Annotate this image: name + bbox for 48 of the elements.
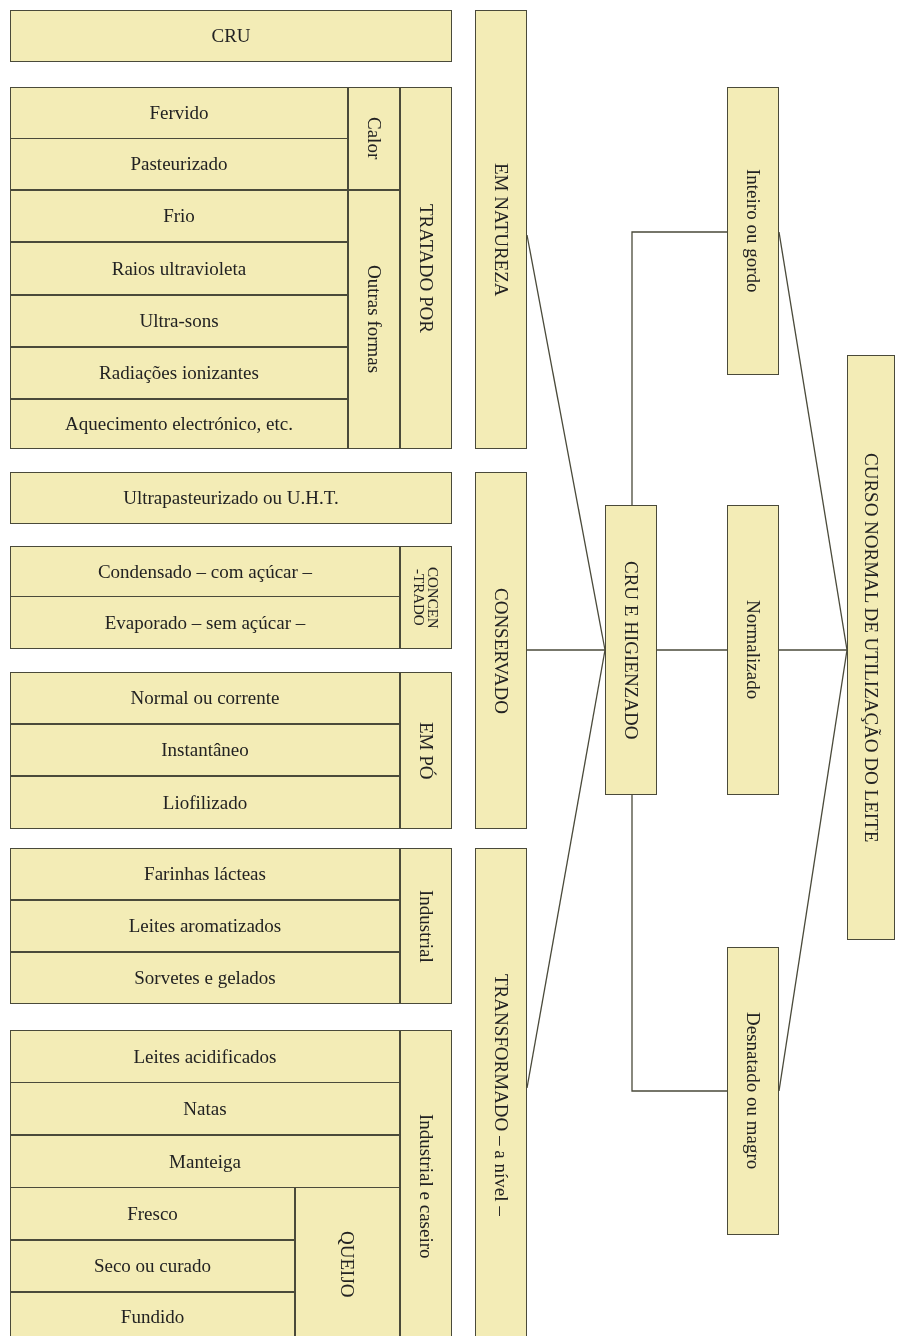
item-box: Liofilizado (10, 776, 400, 829)
category-box: CURSO NORMAL DE UTILIZAÇÃO DO LEITE (847, 355, 895, 940)
category-box: Industrial e caseiro (400, 1030, 452, 1336)
item-box: Fundido (10, 1292, 295, 1336)
connector-line (526, 649, 606, 651)
item-box: Frio (10, 190, 348, 242)
item-box: Ultra-sons (10, 295, 348, 347)
category-box: TRATADO POR (400, 87, 452, 449)
category-box: Outras formas (348, 190, 400, 449)
category-box: Inteiro ou gordo (727, 87, 779, 375)
connector-line (778, 231, 848, 651)
category-box: CONCEN -TRADO (400, 546, 452, 649)
category-box: Desnatado ou magro (727, 947, 779, 1235)
category-box: Industrial (400, 848, 452, 1004)
connector-line (778, 649, 848, 1092)
item-box: Normal ou corrente (10, 672, 400, 724)
item-box: Sorvetes e gelados (10, 952, 400, 1004)
item-box: Manteiga (10, 1135, 400, 1188)
item-box: Fresco (10, 1187, 295, 1240)
category-box: TRANSFORMADO – a nível – (475, 848, 527, 1336)
connector-line (778, 649, 848, 651)
item-box: Condensado – com açúcar – (10, 546, 400, 597)
connector-line (631, 794, 728, 1092)
connector-line (656, 649, 728, 651)
category-box: QUEIJO (295, 1187, 400, 1336)
category-box: CRU E HIGIENZADO (605, 505, 657, 795)
item-box: Ultrapasteurizado ou U.H.T. (10, 472, 452, 524)
item-box: Leites acidificados (10, 1030, 400, 1083)
category-box: Normalizado (727, 505, 779, 795)
item-box: Evaporado – sem açúcar – (10, 596, 400, 649)
item-box: Instantâneo (10, 724, 400, 776)
item-box: Radiações ionizantes (10, 347, 348, 399)
item-box: Aquecimento electrónico, etc. (10, 399, 348, 449)
item-box: Raios ultravioleta (10, 242, 348, 295)
item-box: Natas (10, 1082, 400, 1135)
item-box: CRU (10, 10, 452, 62)
category-box: EM NATUREZA (475, 10, 527, 449)
connector-line (526, 649, 606, 1089)
category-box: CONSERVADO (475, 472, 527, 829)
item-box: Leites aromatizados (10, 900, 400, 952)
category-box: EM PÓ (400, 672, 452, 829)
item-box: Fervido (10, 87, 348, 139)
item-box: Farinhas lácteas (10, 848, 400, 900)
item-box: Pasteurizado (10, 138, 348, 190)
category-box: Calor (348, 87, 400, 190)
connector-line (631, 231, 728, 506)
item-box: Seco ou curado (10, 1240, 295, 1292)
connector-line (526, 234, 606, 651)
